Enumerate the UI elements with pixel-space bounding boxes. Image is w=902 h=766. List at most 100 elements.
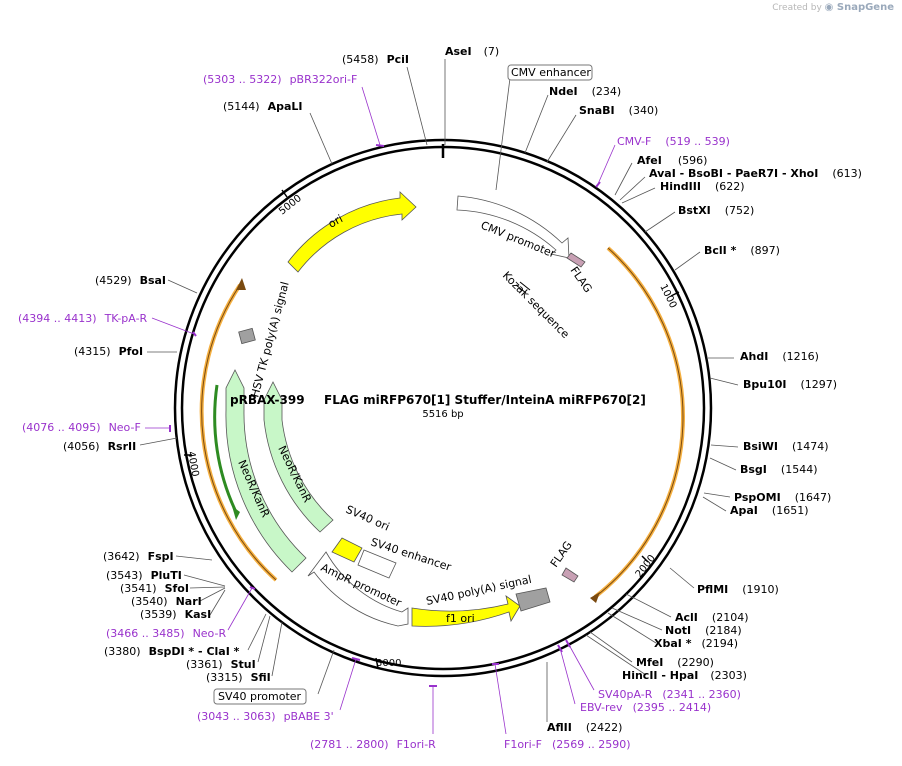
primer-name: pBR322ori-F xyxy=(290,73,358,86)
leader-pcii xyxy=(406,66,428,146)
site-pos: (3540) xyxy=(131,595,168,608)
site-name: SnaBI xyxy=(579,104,615,117)
site-avai-group: AvaI - BsoBI - PaeR7I - XhoI(613) xyxy=(649,167,862,180)
feature-sv40-ori xyxy=(331,537,363,563)
site-name: XbaI * xyxy=(654,637,692,650)
feature-hsv-tk-polya xyxy=(238,327,256,345)
label-kozak: Kozak sequence xyxy=(500,269,572,341)
leader-cmv-enh xyxy=(495,77,512,191)
primer-range: (3466 .. 3485) xyxy=(106,627,185,640)
site-kasi: (3539) KasI xyxy=(140,608,211,621)
leader-bsiwi xyxy=(710,444,739,448)
site-pos: (2290) xyxy=(677,656,714,669)
site-name: FspI xyxy=(148,550,174,563)
site-pos: (1297) xyxy=(801,378,838,391)
site-name: SfoI xyxy=(165,582,189,595)
neor-green-arc xyxy=(213,384,238,513)
site-pspomi: PspOMI(1647) xyxy=(734,491,831,504)
feature-flag-2 xyxy=(561,567,579,583)
primer-tk-pa-r: (4394 .. 4413)TK-pA-R xyxy=(18,312,148,325)
site-name: KasI xyxy=(185,608,212,621)
site-bpu10i: Bpu10I(1297) xyxy=(743,378,837,391)
site-bcli: BclI *(897) xyxy=(704,244,780,257)
leader-hincii xyxy=(585,634,647,676)
tick-label-3000: 3000 xyxy=(376,658,401,669)
site-name: PflMI xyxy=(697,583,728,596)
site-name: PspOMI xyxy=(734,491,781,504)
site-pos: (7) xyxy=(484,45,500,58)
site-pos: (613) xyxy=(832,167,862,180)
primer-name: pBABE 3' xyxy=(284,710,334,723)
site-bstxi: BstXI(752) xyxy=(678,204,754,217)
site-name: PaeR7I xyxy=(735,167,778,180)
site-pos: (3541) xyxy=(120,582,157,595)
site-pcii: (5458)PciI xyxy=(342,53,409,66)
site-name: ClaI * xyxy=(206,645,239,658)
leader-mfei xyxy=(589,631,633,663)
primer-range: (5303 .. 5322) xyxy=(203,73,282,86)
leader-afei xyxy=(614,162,633,196)
leader-xbai xyxy=(607,612,657,644)
site-name: ApaI xyxy=(730,504,758,517)
primer-range: (2341 .. 2360) xyxy=(662,688,741,701)
cmv-enhancer-label: CMV enhancer xyxy=(511,66,591,79)
backbone-outer-circle xyxy=(173,138,713,678)
site-name: HindIII xyxy=(660,180,701,193)
site-name: BsgI xyxy=(740,463,767,476)
primer-name: Neo-F xyxy=(109,421,141,434)
site-fspi: (3642)FspI xyxy=(103,550,174,563)
insert-arc-left-core xyxy=(201,284,277,581)
site-xbai: XbaI *(2194) xyxy=(654,637,738,650)
leader-bstxi xyxy=(644,211,676,233)
primer-range: (519 .. 539) xyxy=(665,135,730,148)
insert-arc-left-head xyxy=(236,278,246,290)
site-bsiwi: BsiWI(1474) xyxy=(743,440,829,453)
feature-flag-1 xyxy=(566,252,586,268)
site-name: AseI xyxy=(445,45,472,58)
site-pos: (897) xyxy=(750,244,780,257)
primer-name: F1ori-F xyxy=(504,738,542,751)
leader-apai xyxy=(702,496,727,512)
site-apali: (5144)ApaLI xyxy=(223,100,303,113)
site-pos: (3539) xyxy=(140,608,177,621)
label-ori: ori xyxy=(326,212,345,230)
site-name: MfeI xyxy=(636,656,663,669)
site-pos: (1651) xyxy=(772,504,809,517)
tick-1000 xyxy=(670,291,680,297)
site-name: BstXI xyxy=(678,204,711,217)
leader-apali xyxy=(309,112,333,165)
site-name: AclI xyxy=(675,611,698,624)
leader-bcli xyxy=(674,251,701,271)
insert-arc-right-core xyxy=(594,247,684,598)
feature-cmv-promoter xyxy=(456,195,570,259)
primer-name: CMV-F xyxy=(617,135,651,148)
primer-pbr322ori-f: (5303 .. 5322) pBR322ori-F xyxy=(203,73,357,86)
feature-sv40-enhancer xyxy=(357,549,397,579)
plasmid-name: pRBAX-399 xyxy=(230,393,305,407)
site-mfei: MfeI (2290) xyxy=(636,656,714,669)
leader-bpu10i xyxy=(709,377,739,386)
leader-sv40pa-r xyxy=(567,642,595,691)
site-name: BsaI xyxy=(140,274,166,287)
leader-pluti xyxy=(183,574,226,587)
site-bsgi: BsgI(1544) xyxy=(740,463,817,476)
site-name: BspDI * xyxy=(149,645,195,658)
site-stui: (3361)StuI xyxy=(186,658,256,671)
site-ahdi: AhdI(1216) xyxy=(740,350,819,363)
boxed-labels: CMV enhancer SV40 promoter xyxy=(213,64,593,705)
primer-cmv-f: CMV-F (519 .. 539) xyxy=(617,135,730,148)
site-bspdi-group: (3380)BspDI * - ClaI * xyxy=(104,645,240,658)
site-bsai: (4529) BsaI xyxy=(95,274,166,287)
site-name: RsrII xyxy=(108,440,137,453)
site-acli: AclI(2104) xyxy=(675,611,748,624)
leader-pflmi xyxy=(669,567,695,589)
leader-sv40-prom xyxy=(317,649,335,695)
site-pos: (4529) xyxy=(95,274,132,287)
tick-5000 xyxy=(281,189,288,198)
site-leaders xyxy=(139,59,739,722)
primer-name: F1ori-R xyxy=(397,738,437,751)
site-pos: (4056) xyxy=(63,440,100,453)
site-snabi: SnaBI(340) xyxy=(579,104,658,117)
primer-name: SV40pA-R xyxy=(598,688,653,701)
kozak-mark-a xyxy=(519,281,531,291)
